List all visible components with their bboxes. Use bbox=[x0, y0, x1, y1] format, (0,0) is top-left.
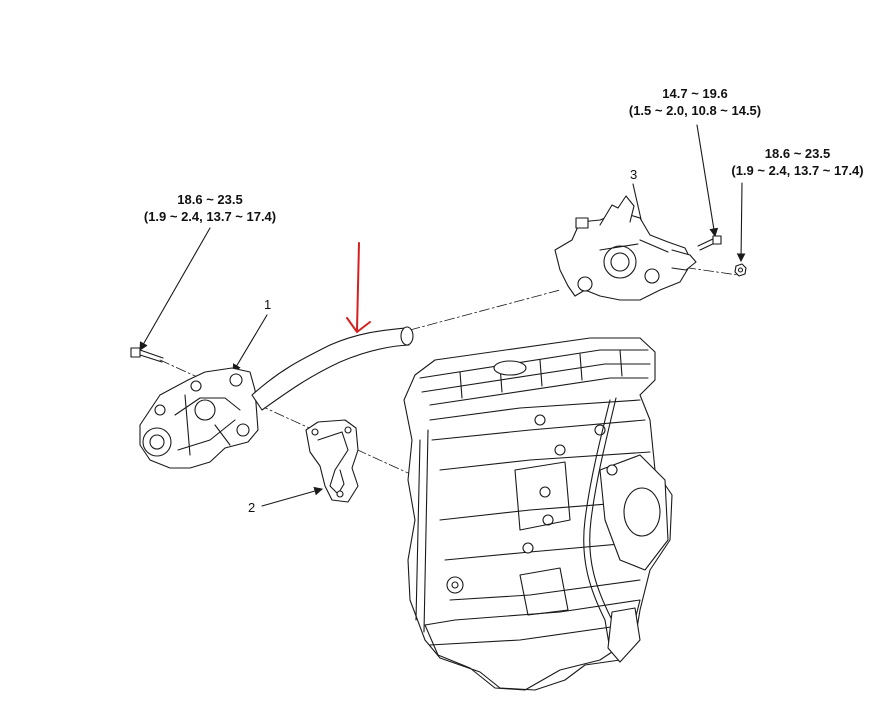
torque-value-kgf-lbft: (1.5 ~ 2.0, 10.8 ~ 14.5) bbox=[628, 103, 762, 118]
engine-assembly bbox=[403, 337, 673, 691]
torque-label-housing-bolt: 14.7 ~ 19.6 (1.5 ~ 2.0, 10.8 ~ 14.5) bbox=[605, 85, 785, 119]
water-pump bbox=[139, 367, 259, 469]
torque-label-housing-nut: 18.6 ~ 23.5 (1.9 ~ 2.4, 13.7 ~ 17.4) bbox=[710, 145, 885, 179]
housing-bolt bbox=[697, 235, 722, 251]
housing-nut bbox=[734, 263, 747, 277]
leader-arrows bbox=[139, 124, 746, 507]
water-pump-bolt bbox=[130, 347, 164, 363]
part-number-1: 1 bbox=[264, 297, 272, 312]
part-number-3: 3 bbox=[630, 167, 638, 182]
thermostat-housing bbox=[554, 195, 697, 301]
highlight-arrow bbox=[346, 242, 371, 334]
part-number-2: 2 bbox=[248, 500, 256, 515]
torque-value-kgf-lbft: (1.9 ~ 2.4, 13.7 ~ 17.4) bbox=[143, 209, 277, 224]
torque-value-nm: 14.7 ~ 19.6 bbox=[662, 86, 728, 101]
torque-value-nm: 18.6 ~ 23.5 bbox=[177, 192, 243, 207]
water-pipe bbox=[251, 326, 414, 411]
gasket bbox=[305, 419, 359, 503]
torque-value-kgf-lbft: (1.9 ~ 2.4, 13.7 ~ 17.4) bbox=[731, 163, 864, 178]
torque-value-nm: 18.6 ~ 23.5 bbox=[764, 146, 831, 161]
torque-label-water-pump-bolt: 18.6 ~ 23.5 (1.9 ~ 2.4, 13.7 ~ 17.4) bbox=[120, 191, 300, 225]
